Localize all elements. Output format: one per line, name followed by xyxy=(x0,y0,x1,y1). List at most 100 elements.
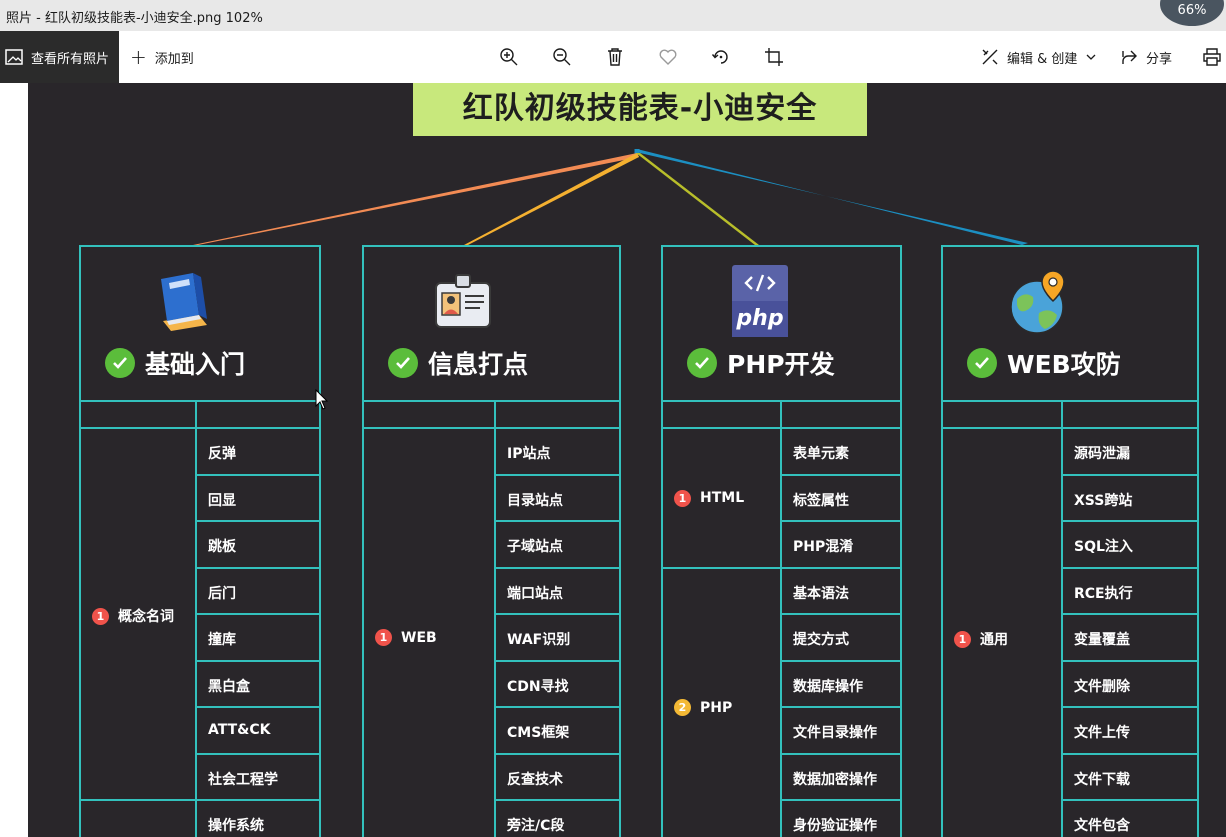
rotate-icon[interactable] xyxy=(709,45,733,69)
skill-cell: 标签属性 xyxy=(793,492,849,509)
group-divider xyxy=(663,566,780,569)
edit-create-label: 编辑 & 创建 xyxy=(1007,51,1078,67)
skill-cell: 反弹 xyxy=(208,446,236,462)
card-header: 信息打点 xyxy=(364,247,619,402)
share-label: 分享 xyxy=(1146,51,1173,67)
skill-cell: 回显 xyxy=(208,492,236,509)
row-divider xyxy=(195,659,319,662)
add-to-label: 添加到 xyxy=(154,51,194,67)
row-divider xyxy=(195,566,319,569)
skill-cell: ATT&CK xyxy=(208,722,271,738)
group-label-text: HTML xyxy=(700,490,745,507)
column-divider xyxy=(780,402,782,837)
card-title: WEB攻防 xyxy=(1007,350,1121,379)
mindmap-connectors xyxy=(193,149,1028,245)
row-divider xyxy=(195,799,319,801)
row-divider xyxy=(494,659,619,662)
row-divider xyxy=(195,706,319,708)
number-badge: 1 xyxy=(375,629,392,647)
group-divider xyxy=(81,799,195,801)
banner-text: 红队初级技能表-小迪安全 xyxy=(462,90,818,126)
banner-title: 红队初级技能表-小迪安全 xyxy=(413,83,867,136)
row-divider xyxy=(494,706,619,708)
number-badge: 1 xyxy=(92,607,109,625)
skill-cell: WAF识别 xyxy=(507,632,571,648)
zoom-badge[interactable]: 66% xyxy=(1160,0,1224,26)
skill-cell: 数据库操作 xyxy=(793,678,863,695)
row-divider xyxy=(1061,752,1197,755)
skill-cell: IP站点 xyxy=(507,446,551,462)
row-divider xyxy=(780,520,900,522)
row-divider xyxy=(1061,799,1197,801)
view-all-photos-button[interactable]: 查看所有照片 xyxy=(0,31,119,83)
check-icon xyxy=(967,348,997,378)
check-icon xyxy=(388,348,418,378)
row-divider xyxy=(195,752,319,755)
skill-cell: 社会工程学 xyxy=(208,771,278,788)
row-divider xyxy=(195,613,319,615)
id-badge-icon xyxy=(435,274,491,328)
row-divider xyxy=(195,473,319,476)
photos-toolbar: 查看所有照片 + 添加到 编辑 & 创建 分享 xyxy=(0,31,1226,83)
group-label-text: 概念名词 xyxy=(118,609,174,625)
check-icon xyxy=(687,348,717,378)
skill-cell: 身份验证操作 xyxy=(793,818,877,834)
row-divider xyxy=(1061,613,1197,615)
edit-create-icon xyxy=(982,49,998,65)
number-badge: 2 xyxy=(674,699,691,716)
row-divider xyxy=(1061,473,1197,476)
group-label: 1 WEB xyxy=(375,629,437,647)
group-label-text: PHP xyxy=(700,699,733,716)
share-button[interactable]: 分享 xyxy=(1120,31,1172,83)
skill-cell: 文件目录操作 xyxy=(793,725,877,741)
group-label: 1 概念名词 xyxy=(92,606,174,626)
share-icon xyxy=(1122,50,1137,64)
row-divider xyxy=(1061,566,1197,569)
row-divider xyxy=(780,706,900,708)
skill-cell: 基本语法 xyxy=(793,585,849,602)
skill-cell: SQL注入 xyxy=(1074,539,1133,555)
book-icon xyxy=(161,273,207,331)
group-label-text: WEB xyxy=(401,629,437,646)
row-divider xyxy=(494,799,619,801)
number-badge: 1 xyxy=(954,630,971,648)
crop-icon[interactable] xyxy=(762,45,786,69)
heart-icon[interactable] xyxy=(656,45,680,69)
row-divider xyxy=(780,799,900,801)
plus-icon: + xyxy=(130,45,147,69)
print-icon[interactable] xyxy=(1200,45,1224,69)
row-divider xyxy=(494,566,619,569)
mouse-cursor-icon xyxy=(315,388,329,415)
edit-create-button[interactable]: 编辑 & 创建 xyxy=(981,31,1097,83)
check-icon xyxy=(105,348,135,378)
skill-cell: 撞库 xyxy=(208,632,236,648)
card-header: WEB攻防 xyxy=(943,247,1197,402)
row-divider xyxy=(943,427,1197,429)
row-divider xyxy=(494,752,619,755)
row-divider xyxy=(780,473,900,476)
svg-text:php: php xyxy=(735,306,783,331)
column-divider xyxy=(1061,402,1063,837)
skill-cell: 文件下载 xyxy=(1074,771,1130,788)
row-divider xyxy=(494,613,619,615)
zoom-out-icon[interactable] xyxy=(550,45,574,69)
delete-icon[interactable] xyxy=(603,45,627,69)
add-to-button[interactable]: + 添加到 xyxy=(130,31,194,83)
column-divider xyxy=(195,402,197,837)
skill-cell: 文件上传 xyxy=(1074,725,1130,741)
skill-cell: RCE执行 xyxy=(1074,585,1133,602)
skill-cell: 文件包含 xyxy=(1074,818,1130,834)
number-badge: 1 xyxy=(674,489,691,507)
row-divider xyxy=(195,520,319,522)
skill-cell: 子域站点 xyxy=(507,539,563,555)
card-title: 基础入门 xyxy=(145,350,246,379)
skill-cell: 提交方式 xyxy=(793,632,849,648)
globe-pin-icon xyxy=(1010,270,1065,334)
group-label-text: 通用 xyxy=(980,632,1008,649)
skill-cell: 数据加密操作 xyxy=(793,771,877,788)
zoom-in-icon[interactable] xyxy=(497,45,521,69)
